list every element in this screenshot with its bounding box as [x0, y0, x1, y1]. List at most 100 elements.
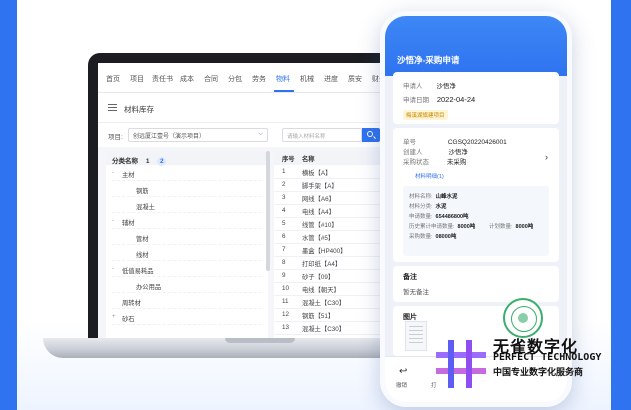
active-tab-underline — [274, 90, 294, 92]
collapse-icon[interactable]: - — [112, 170, 114, 176]
print-label[interactable]: 打 — [431, 383, 437, 389]
material-field-value: 山峰水泥 — [435, 194, 458, 200]
filter-row: 项目: 创远厦江壹号（演示项目） ⌵ 请输入材料名称 — [98, 123, 410, 147]
material-field-label: 计划数量: — [489, 224, 513, 230]
cell-name: 墨盒【HP400】 — [302, 248, 347, 255]
material-field-value: 08000吨 — [435, 234, 457, 240]
brand-name-cn: 无雀数字化 — [493, 339, 579, 356]
tree-row[interactable]: + 砂石 — [112, 311, 262, 325]
tree-row-label: 混凝土 — [136, 204, 155, 211]
nav-item-finance[interactable]: 财务 — [372, 76, 386, 83]
tree-row[interactable]: -主材 — [112, 167, 262, 181]
page-2[interactable]: 2 — [157, 157, 167, 166]
date-value: 2022-04-24 — [436, 95, 476, 104]
page-title: 材料库存 — [124, 105, 154, 114]
nav-item-responsibility[interactable]: 责任书 — [152, 76, 173, 83]
tree-row[interactable]: 办公用品 — [112, 279, 262, 293]
nav-item-materials[interactable]: 物料 — [276, 76, 290, 83]
remark-value: 暂无备注 — [403, 289, 429, 296]
cell-no: 11 — [282, 298, 289, 305]
nav-item-contract[interactable]: 合同 — [204, 76, 218, 83]
nav-item-subcontract[interactable]: 分包 — [228, 76, 242, 83]
status-value: 未采购 — [446, 159, 467, 166]
collapse-icon[interactable]: - — [112, 218, 114, 224]
nav-item-home[interactable]: 首页 — [106, 76, 120, 83]
cell-name: 砂子【09】 — [302, 274, 335, 281]
tree-scrollbar[interactable] — [266, 151, 270, 271]
table-row[interactable]: 5 线管【#10】 — [274, 217, 404, 231]
project-select-value: 创远厦江壹号（演示项目） — [133, 134, 206, 140]
project-tag: 梅溪湖旗建项目 — [403, 110, 448, 120]
tree-row[interactable]: - 低值易耗品 — [112, 263, 262, 277]
material-details-link[interactable]: 材料明细(1) — [415, 174, 444, 180]
cell-name: 线管【#10】 — [302, 222, 338, 229]
material-field-label: 材料名称: — [409, 194, 433, 200]
revoke-label[interactable]: 撤销 — [396, 383, 408, 389]
applicant-card: 申请人 沙悟净 申请日期 2022-04-24 梅溪湖旗建项目 — [393, 72, 559, 124]
nav-item-safety[interactable]: 质安 — [348, 76, 362, 83]
tree-row-label: 砂石 — [122, 316, 135, 323]
laptop-frame: 首页 项目 责任书 成本 合同 分包 劳务 物料 机械 进度 质安 财务 材料库… — [88, 53, 420, 343]
tree-row-label: 周转材 — [122, 300, 141, 307]
tree-row[interactable]: 线材 — [112, 247, 262, 261]
brand-seal-icon — [503, 298, 543, 338]
page-1[interactable]: 1 — [145, 158, 150, 165]
nav-item-project[interactable]: 项目 — [130, 76, 144, 83]
material-field-value: 654486800吨 — [435, 214, 469, 220]
material-field: 历史累计申请数量:8000吨 — [409, 222, 475, 230]
material-field: 计划数量:8000吨 — [489, 222, 533, 230]
phone-header: 沙悟净-采购申请 — [385, 16, 567, 76]
phone-bottom-bar: ↩ 撤销 打 — [385, 356, 567, 402]
nav-item-cost[interactable]: 成本 — [180, 76, 194, 83]
date-row: 申请日期 2022-04-24 — [403, 94, 475, 104]
menu-icon[interactable] — [108, 104, 117, 111]
expand-icon[interactable]: + — [112, 314, 116, 320]
chevron-down-icon: ⌵ — [258, 131, 263, 137]
nav-item-machinery[interactable]: 机械 — [300, 76, 314, 83]
chevron-right-icon[interactable]: › — [545, 152, 548, 162]
tree-row[interactable]: 混凝土 — [112, 199, 262, 213]
cell-no: 13 — [282, 324, 290, 331]
material-field-value: 8000吨 — [457, 224, 476, 230]
brand-slogan: 中国专业数字化服务商 — [493, 367, 584, 377]
remark-card: 备注 暂无备注 — [393, 266, 559, 302]
remark-title: 备注 — [403, 274, 417, 281]
creator-value: 沙悟净 — [448, 149, 468, 156]
tree-row[interactable]: 周转材 — [112, 295, 262, 309]
cell-no: 5 — [282, 220, 286, 227]
search-button[interactable] — [362, 128, 380, 142]
creator-row: 创建人 沙悟净 — [403, 146, 468, 156]
tree-row[interactable]: 钢筋 — [112, 183, 262, 197]
tree-row[interactable]: -辅材 — [112, 215, 262, 229]
document-thumbnail[interactable] — [405, 321, 427, 351]
cell-no: 6 — [282, 233, 286, 240]
project-select[interactable]: 创远厦江壹号（演示项目） ⌵ — [128, 128, 268, 142]
material-field-label: 材料分类: — [409, 204, 433, 210]
material-search-input[interactable]: 请输入材料名称 — [282, 128, 362, 142]
phone-title: 沙悟净-采购申请 — [397, 55, 460, 65]
tree-row-label: 低值易耗品 — [122, 268, 154, 275]
applicant-label: 申请人 — [403, 83, 423, 90]
cell-no: 9 — [282, 272, 286, 279]
nav-item-labor[interactable]: 劳务 — [252, 76, 266, 83]
material-field-label: 申请数量: — [409, 214, 433, 220]
undo-icon[interactable]: ↩ — [399, 366, 408, 377]
cell-no: 3 — [282, 194, 286, 201]
tree-row[interactable]: 管材 — [112, 231, 262, 245]
cell-no: 12 — [282, 311, 290, 318]
tree-row-label: 钢筋 — [136, 188, 149, 195]
nav-item-progress[interactable]: 进度 — [324, 76, 338, 83]
collapse-icon[interactable]: - — [112, 266, 114, 272]
table-row[interactable]: 9 砂子【09】 — [274, 269, 404, 283]
